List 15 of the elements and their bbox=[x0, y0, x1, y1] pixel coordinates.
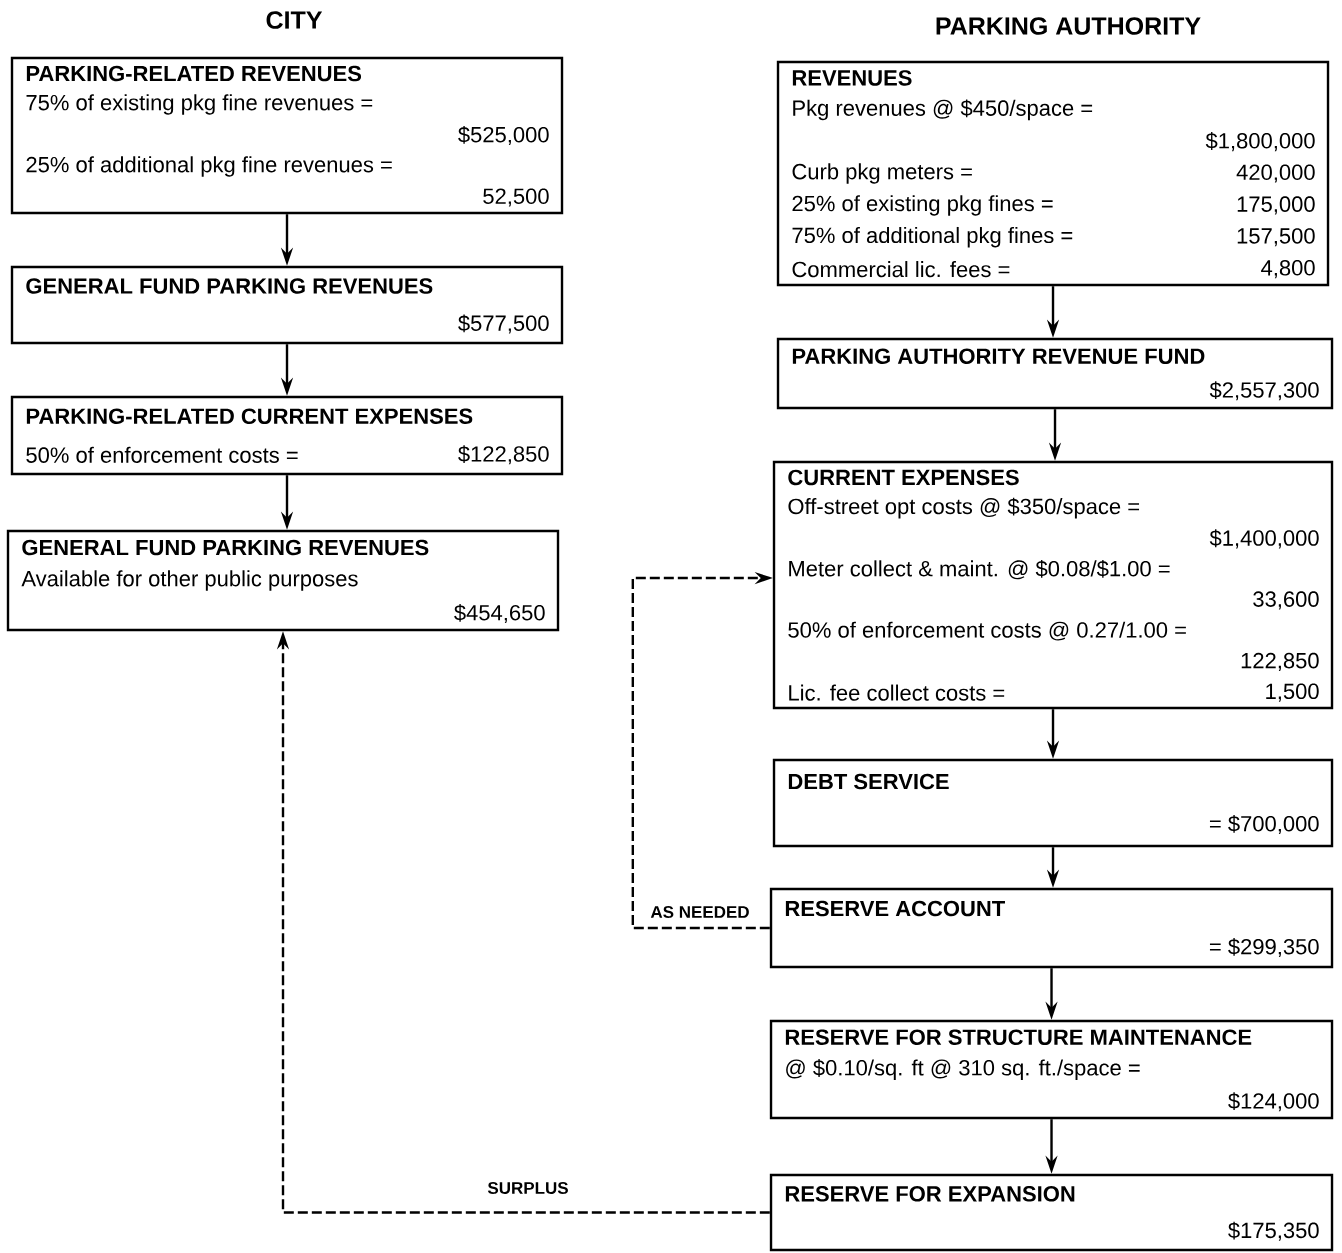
process-box: CURRENT EXPENSES Off-street opt costs @ $350/space = $1,400,000 Meter collect & maint. @ $0.08/$1.00 = 33,600 50% of enforcement costs @ 0.27/1.00 = 122,850 Lic. fee collect costs = 1,500 bbox=[772, 460, 1334, 710]
process-box: RESERVE FOR EXPANSION $175,350 bbox=[769, 1173, 1334, 1252]
edge-label: SURPLUS bbox=[487, 1182, 568, 1195]
process-box: REVENUES Pkg revenues @ $450/space = $1,800,000 Curb pkg meters = 420,000 25% of existing pkg fines = 175,000 75% of additional pkg fines = 157,500 Commercial lic. fees = 4,800 bbox=[776, 60, 1330, 287]
column-heading: PARKING AUTHORITY bbox=[936, 17, 1201, 35]
process-box: PARKING AUTHORITY REVENUE FUND $2,557,300 bbox=[776, 337, 1334, 410]
process-box: DEBT SERVICE = $700,000 bbox=[772, 758, 1334, 848]
process-box: GENERAL FUND PARKING REVENUES Available for other public purposes $454,650 bbox=[6, 529, 560, 632]
process-box: RESERVE ACCOUNT = $299,350 bbox=[769, 887, 1334, 969]
process-box: RESERVE FOR STRUCTURE MAINTENANCE @ $0.10/sq. ft @ 310 sq. ft./space = $124,000 bbox=[769, 1019, 1334, 1120]
column-heading: CITY bbox=[266, 11, 323, 29]
process-box: PARKING-RELATED REVENUES 75% of existing pkg fine revenues = $525,000 25% of additional pkg fine revenues = 52,500 bbox=[10, 56, 564, 215]
edge-label: AS NEEDED bbox=[650, 906, 749, 918]
process-box: GENERAL FUND PARKING REVENUES $577,500 bbox=[10, 265, 564, 345]
process-box: PARKING-RELATED CURRENT EXPENSES 50% of enforcement costs = $122,850 bbox=[10, 395, 564, 476]
